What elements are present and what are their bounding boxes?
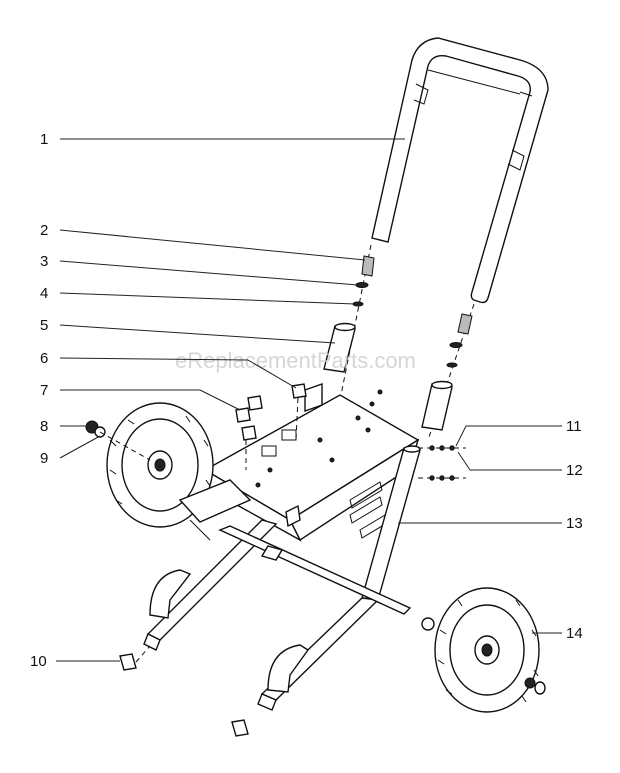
left-wheel xyxy=(106,402,214,528)
handle-assembly xyxy=(371,37,549,304)
callout-4: 4 xyxy=(40,285,48,302)
callout-9: 9 xyxy=(40,450,48,467)
callout-11: 11 xyxy=(566,418,582,435)
right-wheel xyxy=(421,587,546,713)
callout-3: 3 xyxy=(40,253,48,270)
frame-bolts xyxy=(418,445,466,481)
leg-caps xyxy=(119,645,249,737)
callout-10: 10 xyxy=(30,653,47,670)
callout-13: 13 xyxy=(566,515,583,532)
leader-lines xyxy=(56,138,562,662)
watermark-text: eReplacementParts.com xyxy=(175,348,416,373)
callout-6: 6 xyxy=(40,350,48,367)
callout-8: 8 xyxy=(40,418,48,435)
nuts-group xyxy=(235,383,307,470)
callout-1: 1 xyxy=(40,131,48,148)
callout-5: 5 xyxy=(40,317,48,334)
callout-2: 2 xyxy=(40,222,48,239)
callout-7: 7 xyxy=(40,382,48,399)
platform-tray xyxy=(203,383,420,542)
parts-stack-left xyxy=(323,244,375,401)
cart-frame xyxy=(143,445,421,711)
left-washers xyxy=(85,420,151,461)
callout-14: 14 xyxy=(566,625,583,642)
parts-stack-right xyxy=(421,303,475,441)
callout-labels: 1 2 3 4 5 6 7 8 9 10 11 12 13 14 xyxy=(30,131,583,670)
callout-12: 12 xyxy=(566,462,583,479)
